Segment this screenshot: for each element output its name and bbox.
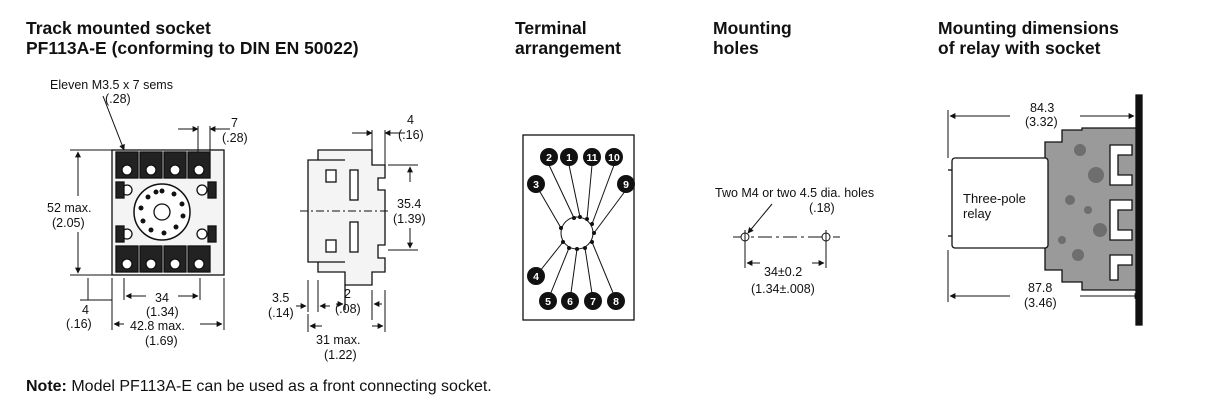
dim-3-5: 3.5 [272,291,289,305]
dim-52max: 52 max. [47,201,91,215]
pin-11: 11 [583,148,601,166]
socket-side-view [300,149,390,310]
svg-text:7: 7 [590,296,596,308]
relay-heading-line1: Mounting dimensions [938,18,1119,38]
pin-6: 6 [561,292,579,310]
screws-label: Eleven M3.5 x 7 sems [50,78,173,92]
top-terminal-row [115,151,211,179]
relay-dimensions: 84.3 (3.32) Three-pole relay 87.8 (3.46) [963,101,1058,310]
relay-label-line1: Three-pole [963,191,1026,206]
dim-34: 34 [155,291,169,305]
svg-text:9: 9 [623,179,629,191]
dim-2: 2 [344,287,351,301]
holes-heading-line2: holes [713,38,759,58]
bottom-terminal-row [115,245,211,273]
dim-3-5-inch: (.14) [268,306,294,320]
pin-1: 1 [560,148,578,166]
dim-31max-inch: (1.22) [324,348,357,362]
svg-text:11: 11 [586,152,597,164]
holes-heading-line1: Mounting [713,18,792,38]
pin-3: 3 [527,175,545,193]
relay-dim-84: 84.3 [1030,101,1054,115]
dim-2-inch: (.08) [335,302,361,316]
socket-side-dimensions: 4 (.16) 35.4 (1.39) 3.5 (.14) 2 (.08) 31… [268,113,426,362]
dim-35-4-inch: (1.39) [393,212,426,226]
dim-52max-inch: (2.05) [52,216,85,230]
socket-front-view [111,149,225,276]
svg-text:10: 10 [608,152,620,164]
dim-4-bottom: 4 [82,303,89,317]
pin-8: 8 [607,292,625,310]
svg-text:5: 5 [545,296,551,308]
pin-4: 4 [527,267,545,285]
socket-heading: Track mounted socket PF113A-E (conformin… [26,18,359,58]
socket-heading-line1: Track mounted socket [26,18,211,38]
holes-dim-34: 34±0.2 [764,265,802,279]
dim-34-inch: (1.34) [146,305,179,319]
svg-text:8: 8 [613,296,619,308]
holes-dim-34-inch: (1.34±.008) [751,282,815,296]
mounting-panel [1135,94,1143,326]
screws-label-inch: (.28) [105,92,131,106]
relay-dim-84-inch: (3.32) [1025,115,1058,129]
dim-42max-inch: (1.69) [145,334,178,348]
dim-31max: 31 max. [316,333,360,347]
pin-9: 9 [617,175,635,193]
footnote-text: Model PF113A-E can be used as a front co… [66,378,492,395]
terminal-arrangement: 2 1 11 10 3 9 4 5 6 7 8 [522,134,635,321]
relay-dim-87-inch: (3.46) [1024,296,1057,310]
svg-text:1: 1 [566,152,572,164]
footnote-prefix: Note: [26,378,67,395]
pin-5: 5 [539,292,557,310]
holes-heading: Mounting holes [713,18,792,58]
mounting-holes-drawing [733,203,840,268]
pin-7: 7 [584,292,602,310]
dim-4-top: 4 [407,113,414,127]
dim-4-top-inch: (.16) [398,128,424,142]
relay-with-socket-drawing [948,94,1143,326]
socket-front-dimensions: Eleven M3.5 x 7 sems (.28) 7 (.28) 52 ma… [47,78,248,348]
svg-text:4: 4 [533,271,539,283]
relay-heading-line2: of relay with socket [938,38,1101,58]
svg-text:3: 3 [533,179,539,191]
holes-label-inch: (.18) [809,201,835,215]
dim-42max: 42.8 max. [130,319,185,333]
terminal-heading-line2: arrangement [515,38,622,58]
pin-2: 2 [540,148,558,166]
pin-10: 10 [605,148,623,166]
dim-35-4: 35.4 [397,197,421,211]
dim-7: 7 [231,116,238,130]
footnote: Note: Model PF113A-E can be used as a fr… [26,378,492,396]
socket-heading-line2: PF113A-E (conforming to DIN EN 50022) [26,38,359,58]
svg-text:2: 2 [546,152,552,164]
relay-label-line2: relay [963,206,992,221]
relay-dim-87: 87.8 [1028,281,1052,295]
terminal-heading-line1: Terminal [515,18,587,38]
svg-text:6: 6 [567,296,573,308]
relay-heading: Mounting dimensions of relay with socket [938,18,1119,58]
terminal-heading: Terminal arrangement [515,18,621,58]
holes-label: Two M4 or two 4.5 dia. holes [715,186,874,200]
mounting-holes-dimensions: Two M4 or two 4.5 dia. holes (.18) 34±0.… [715,186,874,296]
dim-4-bottom-inch: (.16) [66,317,92,331]
three-pole-relay-body [951,157,1049,249]
dim-7-inch: (.28) [222,131,248,145]
